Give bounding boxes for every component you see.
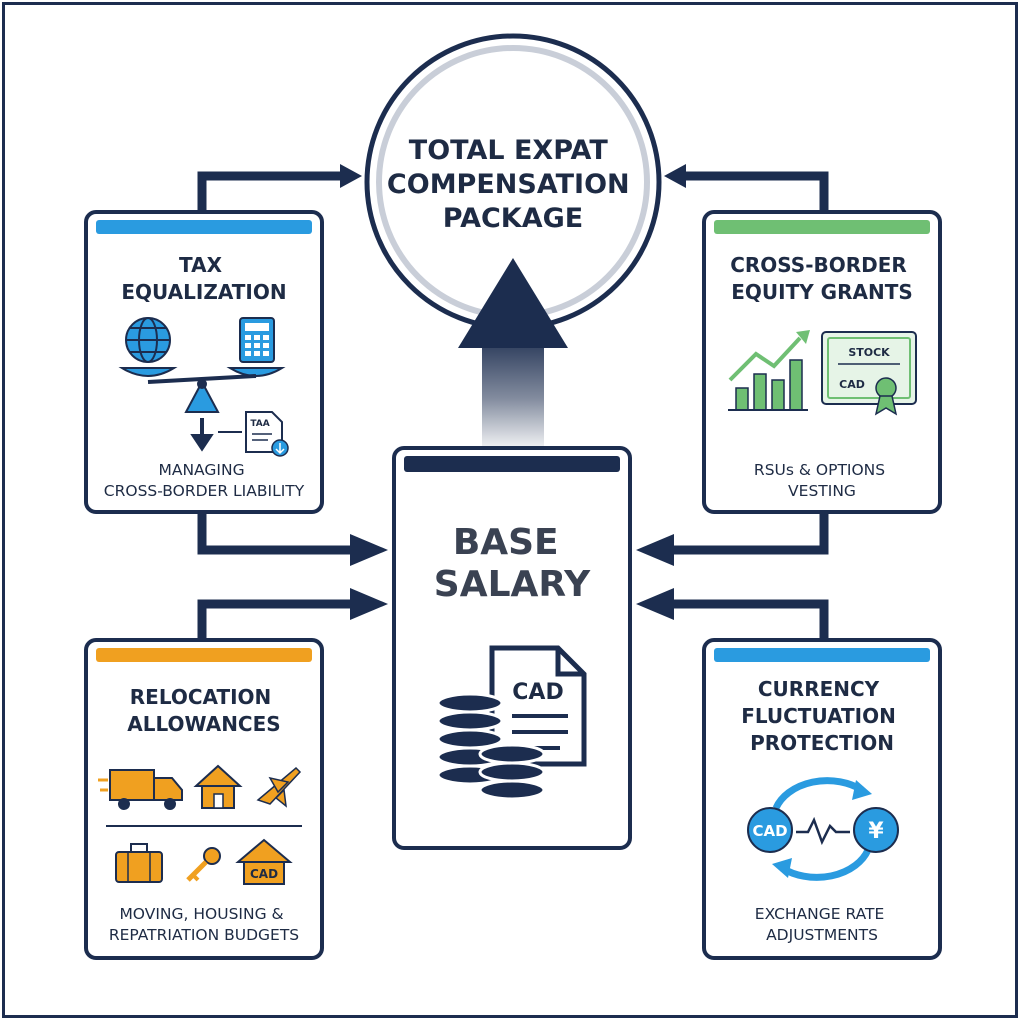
calculator-icon	[239, 317, 275, 363]
tax-title-line-2: EQUALIZATION	[121, 280, 286, 304]
airplane-icon	[256, 766, 302, 808]
equity-subtitle-line-1: RSUs & OPTIONS	[754, 461, 885, 479]
relocation-subtitle-line-1: MOVING, HOUSING &	[119, 905, 283, 923]
tax-document-label: TAA	[250, 419, 269, 429]
svg-text:CURRENCY FLUCTUATION: CURRENCY FLUCTUATION PROTECTION	[741, 677, 903, 755]
equity-subtitle-line-2: VESTING	[788, 482, 856, 500]
connector-equity-to-base	[668, 512, 829, 555]
moving-truck-icon	[98, 769, 183, 810]
svg-text:CROSS-BORDER EQUITY GRAN: CROSS-BORDER EQUITY GRANTS	[730, 253, 914, 304]
exchange-cycle-icon: CAD ¥	[747, 777, 899, 881]
currency-title-line-3: PROTECTION	[750, 731, 894, 755]
tax-subtitle-line-1: MANAGING	[158, 461, 244, 479]
base-salary-title-line-2: SALARY	[434, 564, 591, 605]
coin-left-label: CAD	[752, 822, 787, 840]
tax-title-line-1: TAX	[179, 253, 223, 277]
package-title-line-3: PACKAGE	[443, 203, 583, 234]
equity-grants-card: CROSS-BORDER EQUITY GRANTS STOCK CAD RSU…	[702, 210, 942, 514]
suitcase-icon	[115, 843, 163, 883]
svg-text:RSUs & OPTIONS VESTING: RSUs & OPTIONS VESTING	[754, 461, 890, 500]
package-title-line-1: TOTAL EXPAT	[409, 135, 609, 166]
svg-text:EXCHANGE RATE ADJUSTMENT: EXCHANGE RATE ADJUSTMENTS	[755, 905, 889, 944]
connector-tax-to-package	[197, 171, 346, 212]
base-salary-title-line-1: BASE	[453, 522, 559, 563]
relocation-title-line-2: ALLOWANCES	[127, 712, 280, 736]
svg-text:TOTAL EXPAT COMPENSATION: TOTAL EXPAT COMPENSATION PACKAGE	[387, 135, 639, 234]
coin-right-label: ¥	[868, 819, 884, 844]
currency-subtitle-line-1: EXCHANGE RATE	[755, 905, 885, 923]
connectors	[197, 171, 829, 640]
arrowhead-into-package-right	[664, 164, 686, 188]
connector-currency-to-base	[668, 599, 829, 640]
equity-title-line-1: CROSS-BORDER	[730, 253, 907, 277]
tax-document-icon: TAA	[245, 411, 289, 457]
currency-title-line-2: FLUCTUATION	[741, 704, 896, 728]
cad-document-icon: CAD	[489, 645, 587, 767]
coin-stack-icon	[436, 692, 546, 801]
certificate-top-label: STOCK	[848, 346, 890, 359]
house-icon	[193, 764, 243, 809]
connector-relocation-to-base	[197, 599, 356, 640]
currency-title-line-1: CURRENCY	[758, 677, 880, 701]
svg-text:BASE SALARY: BASE SALARY	[434, 522, 591, 605]
balance-scale-icon	[118, 367, 286, 413]
connector-tax-to-base	[197, 512, 356, 555]
arrowhead-into-base-top-right	[636, 534, 674, 566]
growth-chart-icon	[728, 330, 810, 411]
svg-text:TAX EQUALIZATION: TAX EQUALIZATION	[121, 253, 286, 304]
svg-text:MOVING, HOUSING & REPATR: MOVING, HOUSING & REPATRIATION BUDGETS	[109, 905, 299, 944]
arrowhead-into-base-bottom-left	[350, 588, 388, 620]
base-salary-card: BASE SALARY CAD	[392, 446, 632, 850]
arrowhead-into-package-left	[340, 164, 362, 188]
svg-text:RELOCATION ALLOWANCES: RELOCATION ALLOWANCES	[127, 685, 280, 736]
cad-house-label: CAD	[250, 867, 278, 881]
down-arrow-icon	[190, 418, 242, 452]
arrowhead-into-base-top-left	[350, 534, 388, 566]
key-icon	[186, 847, 221, 882]
connector-equity-to-package	[680, 171, 829, 212]
relocation-subtitle-line-2: REPATRIATION BUDGETS	[109, 926, 299, 944]
relocation-title-line-1: RELOCATION	[130, 685, 272, 709]
currency-subtitle-line-2: ADJUSTMENTS	[766, 926, 878, 944]
tax-equalization-card: TAX EQUALIZATION	[84, 210, 324, 514]
relocation-card: RELOCATION ALLOWANCES	[84, 638, 324, 960]
currency-card: CURRENCY FLUCTUATION PROTECTION CAD ¥ EX…	[702, 638, 942, 960]
equity-title-line-2: EQUITY GRANTS	[731, 280, 913, 304]
cad-house-icon: CAD	[235, 838, 293, 885]
certificate-bottom-label: CAD	[839, 378, 865, 391]
cad-document-label: CAD	[512, 680, 563, 705]
arrowhead-into-base-bottom-right	[636, 588, 674, 620]
package-title-line-2: COMPENSATION	[387, 169, 630, 200]
up-arrow	[458, 258, 568, 454]
globe-icon	[125, 317, 171, 363]
arrowheads	[340, 164, 686, 620]
svg-text:MANAGING CROSS-BORDER LI: MANAGING CROSS-BORDER LIABILITY	[104, 461, 305, 500]
tax-subtitle-line-2: CROSS-BORDER LIABILITY	[104, 482, 305, 500]
stock-certificate-icon: STOCK CAD	[821, 331, 917, 416]
